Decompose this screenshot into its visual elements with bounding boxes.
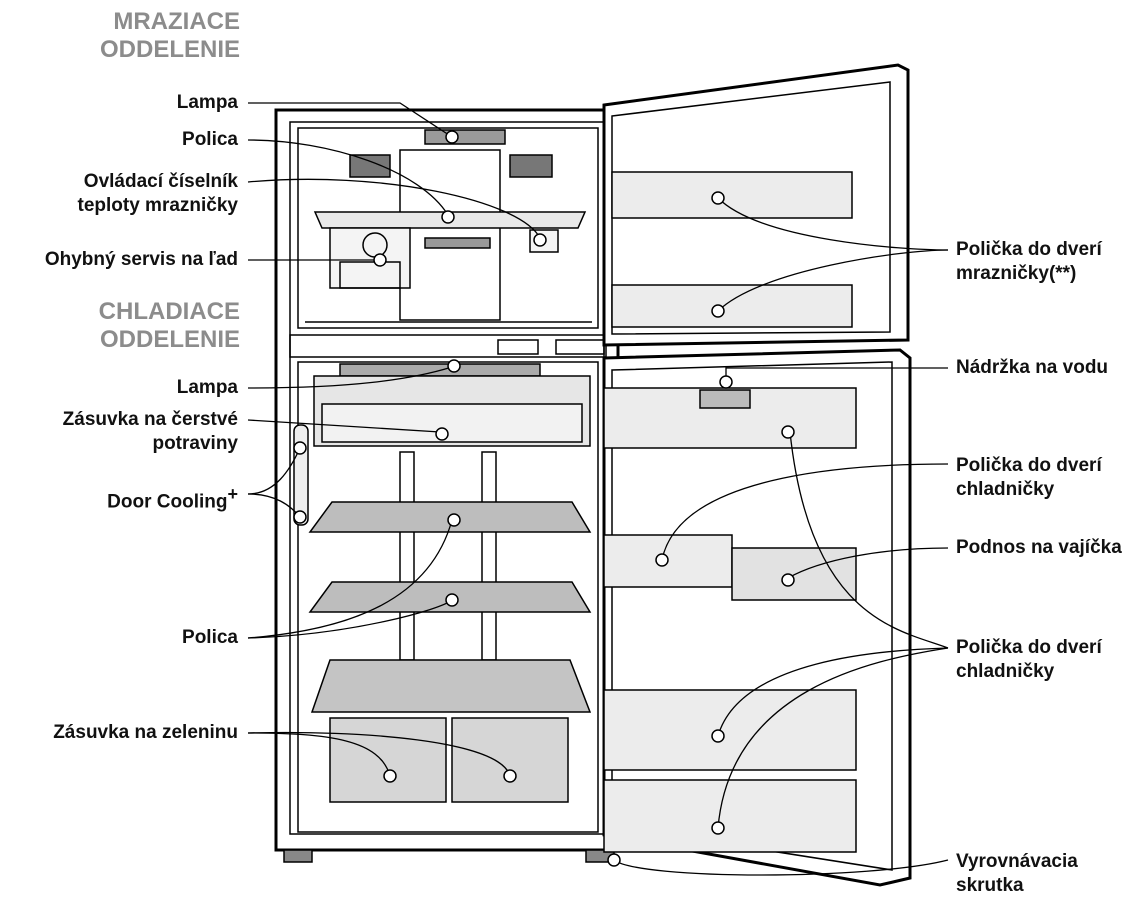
label-temp-dial: Ovládací číselník teploty mrazničky bbox=[77, 171, 239, 216]
callout-dot bbox=[293, 441, 307, 455]
vent-right bbox=[509, 154, 553, 178]
door-cooling-sup: + bbox=[227, 484, 238, 504]
control-strip bbox=[424, 237, 491, 249]
callout-dot bbox=[447, 513, 461, 527]
callout-dot bbox=[441, 210, 455, 224]
callout-dot bbox=[655, 553, 669, 567]
label-fridge-door-shelf-1: Polička do dverí chladničky bbox=[956, 455, 1102, 500]
callout-dot bbox=[781, 573, 795, 587]
freezer-door-bin-2 bbox=[611, 284, 853, 328]
freezer-back-panel bbox=[399, 149, 501, 321]
callout-dot bbox=[607, 853, 621, 867]
door-cooling-text: Door Cooling bbox=[107, 491, 228, 513]
label-fresh-drawer: Zásuvka na čerstvé potraviny bbox=[62, 409, 238, 454]
freezer-compartment bbox=[297, 127, 599, 329]
label-shelf-bottom: Polica bbox=[182, 627, 238, 648]
callout-dot bbox=[445, 130, 459, 144]
label-freezer-door-shelf: Polička do dverí mrazničky(**) bbox=[956, 239, 1102, 284]
callout-dot bbox=[719, 375, 733, 389]
ice-maker bbox=[329, 227, 411, 289]
callout-dot bbox=[503, 769, 517, 783]
freezer-door-bin-1 bbox=[611, 171, 853, 219]
ice-bucket bbox=[339, 261, 401, 289]
callout-dot bbox=[447, 359, 461, 373]
callout-dot bbox=[711, 304, 725, 318]
label-leveling-screw: Vyrovnávacia skrutka bbox=[956, 851, 1078, 896]
door-cooling-duct bbox=[293, 424, 309, 526]
label-lamp-top: Lampa bbox=[176, 92, 238, 113]
callout-dot bbox=[293, 510, 307, 524]
label-egg-tray: Podnos na vajíčka bbox=[956, 537, 1122, 558]
label-ice-service: Ohybný servis na ľad bbox=[44, 249, 238, 270]
callout-dot bbox=[781, 425, 795, 439]
callout-dot bbox=[711, 729, 725, 743]
freezer-lamp bbox=[424, 129, 506, 145]
vent-left bbox=[349, 154, 391, 178]
callout-dot bbox=[711, 821, 725, 835]
back-column-left bbox=[399, 451, 415, 661]
fridge-section-heading: CHLADIACE ODDELENIE bbox=[98, 298, 240, 353]
fridge-door-bin-2 bbox=[603, 689, 857, 771]
fridge-door-bin-3 bbox=[603, 779, 857, 853]
divider-switch-2 bbox=[555, 339, 605, 355]
label-fridge-door-shelf-2: Polička do dverí chladničky bbox=[956, 637, 1102, 682]
egg-tray bbox=[731, 547, 857, 601]
label-shelf-top: Polica bbox=[182, 129, 238, 150]
callout-dot bbox=[445, 593, 459, 607]
label-door-cooling: Door Cooling+ bbox=[107, 482, 238, 514]
callout-dot bbox=[435, 427, 449, 441]
callout-dot bbox=[711, 191, 725, 205]
veg-drawer-left bbox=[329, 717, 447, 803]
label-veg-drawer: Zásuvka na zeleninu bbox=[53, 722, 238, 743]
label-water-tank: Nádržka na vodu bbox=[956, 357, 1109, 378]
crisper-cover bbox=[310, 659, 592, 713]
veg-drawer-right bbox=[451, 717, 569, 803]
callout-dot bbox=[533, 233, 547, 247]
foot-left bbox=[283, 849, 313, 863]
back-column-right bbox=[481, 451, 497, 661]
fridge-compartment bbox=[297, 361, 599, 833]
label-lamp-bottom: Lampa bbox=[176, 377, 238, 398]
callout-dot bbox=[383, 769, 397, 783]
divider-switch-1 bbox=[497, 339, 539, 355]
callout-dot bbox=[373, 253, 387, 267]
freezer-section-heading: MRAZIACE ODDELENIE bbox=[99, 8, 240, 63]
